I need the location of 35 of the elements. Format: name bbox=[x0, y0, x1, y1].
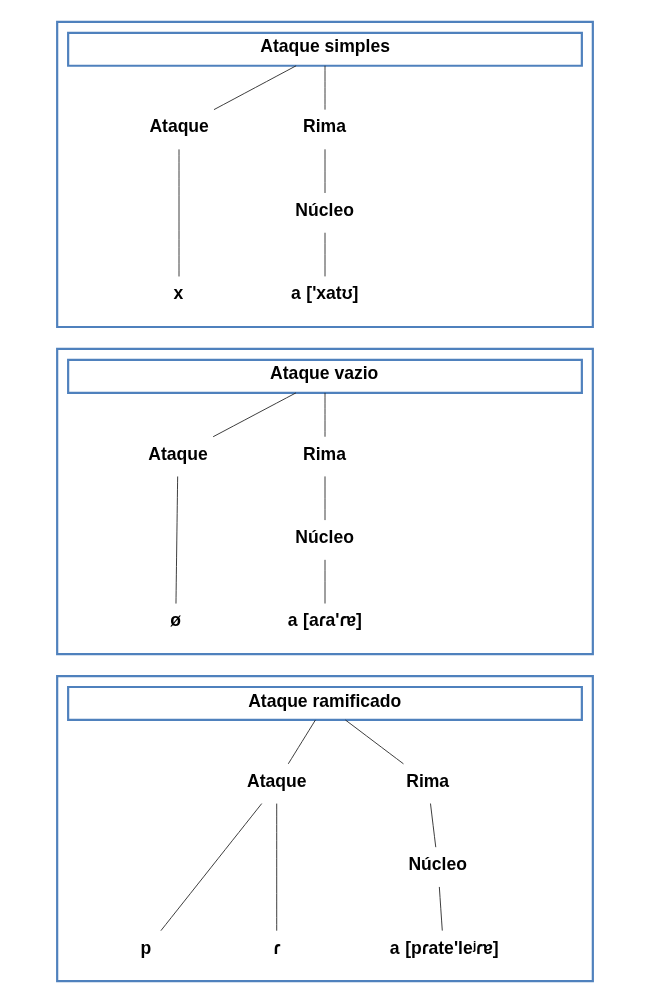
node-text: a bbox=[287, 610, 297, 631]
node-label: ['xatʊ] bbox=[305, 283, 358, 304]
node-label: [aɾa'ɾɐ] bbox=[302, 610, 362, 631]
node-text: p bbox=[140, 937, 151, 958]
connector bbox=[213, 65, 297, 111]
node-box: Ataque ramificado bbox=[66, 685, 583, 722]
connector bbox=[438, 886, 443, 932]
node-text: Rima bbox=[302, 116, 346, 137]
node-text: x bbox=[173, 283, 183, 304]
node-text: Núcleo bbox=[294, 526, 354, 547]
cluster bbox=[55, 347, 594, 656]
node-text: Núcleo bbox=[294, 199, 354, 220]
node-text: Ataque bbox=[148, 116, 209, 137]
node-label: [pɾate'leʲɾɐ] bbox=[404, 937, 499, 958]
node-text: Ataque bbox=[246, 770, 307, 791]
connector bbox=[175, 476, 178, 604]
connector bbox=[429, 803, 436, 848]
connector bbox=[212, 392, 296, 438]
node-text: ø bbox=[169, 610, 181, 631]
node-text: Núcleo bbox=[407, 854, 467, 875]
node-text: a bbox=[389, 937, 400, 958]
connector bbox=[324, 392, 325, 438]
connector bbox=[287, 719, 316, 765]
node-text: Rima bbox=[302, 443, 346, 464]
node-text: ɾ bbox=[272, 937, 280, 958]
connector bbox=[275, 803, 277, 932]
connector bbox=[159, 803, 262, 932]
node-box: Ataque simples bbox=[66, 31, 583, 67]
node-box: Ataque vazio bbox=[66, 358, 583, 394]
cluster bbox=[55, 674, 594, 983]
node-text: Ataque bbox=[147, 443, 208, 464]
node-text: Rima bbox=[405, 770, 449, 791]
cluster bbox=[55, 20, 594, 329]
node-text: a bbox=[290, 283, 301, 304]
connector bbox=[344, 719, 404, 765]
